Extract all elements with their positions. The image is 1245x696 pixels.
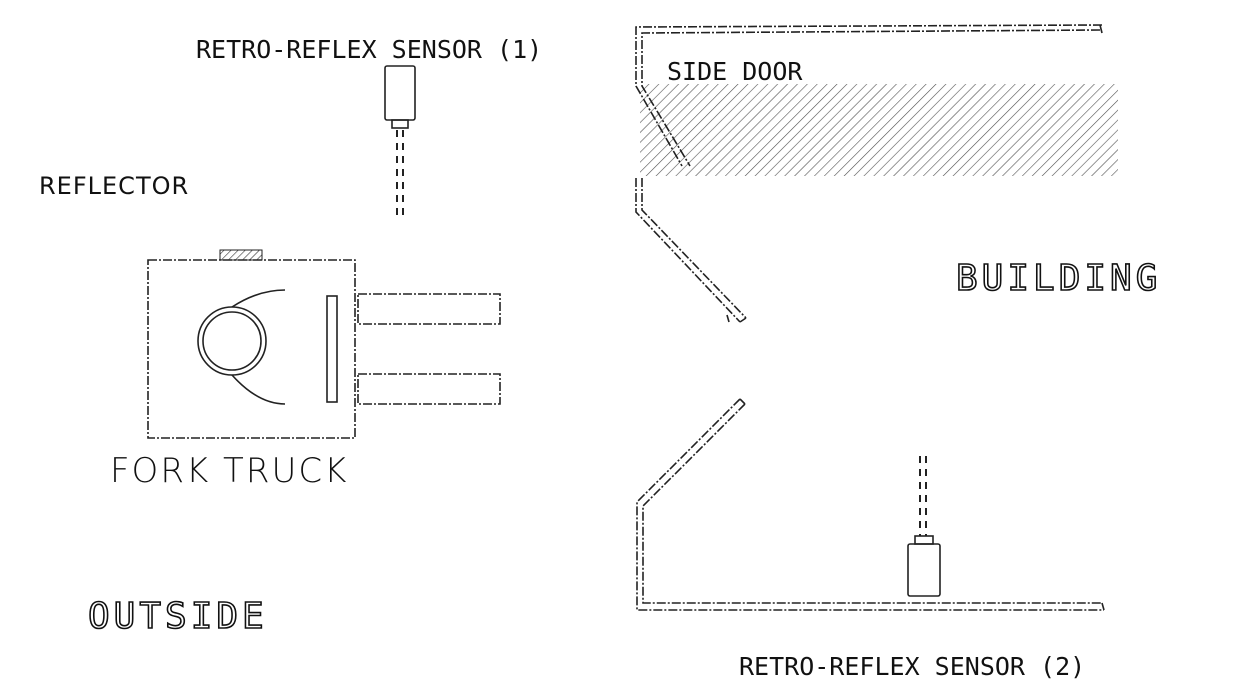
side-door-label: SIDE DOOR: [667, 57, 803, 86]
sensor-1: [384, 65, 416, 216]
building-wall-lower-jamb: [636, 398, 1105, 611]
side-door-area: [640, 84, 1118, 176]
building-label: BUILDING: [956, 258, 1161, 299]
reflector-plate: [219, 249, 263, 261]
building-wall-upper-jamb: [635, 178, 747, 323]
sensor-1-label: RETRO-REFLEX SENSOR (1): [196, 35, 542, 64]
sensor-2: [907, 456, 941, 597]
fork-truck: [147, 249, 501, 439]
fork-truck-label: FORK TRUCK: [110, 451, 348, 491]
reflector-label: REFLECTOR: [39, 172, 189, 200]
building-wall-top: [635, 24, 1103, 167]
outside-label: OUTSIDE: [88, 596, 268, 637]
sensor-2-label: RETRO-REFLEX SENSOR (2): [739, 652, 1085, 681]
